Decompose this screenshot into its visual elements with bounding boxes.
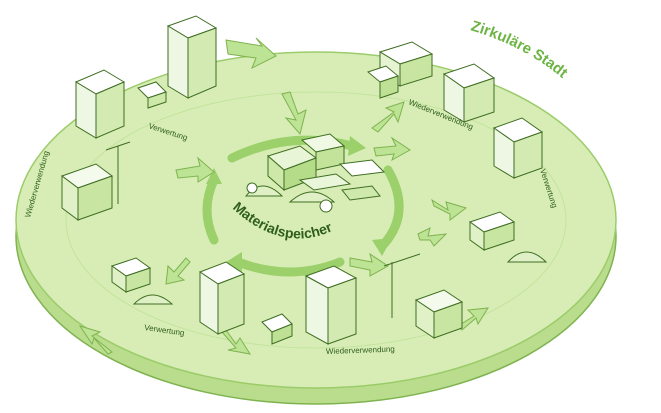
office-building-tall	[166, 15, 218, 99]
label-wiederverwendung-bottom: Wiederverwendung	[326, 345, 395, 356]
office-building-bottom	[304, 265, 358, 345]
inner-cycle-arrows	[202, 135, 404, 277]
material-storage-center	[244, 133, 386, 213]
excavator-bottom	[261, 313, 293, 345]
demolition-excavator-left	[137, 81, 167, 109]
building-frame-left	[60, 141, 131, 221]
materials-pile-right	[468, 211, 548, 263]
building-frame-bottom-right	[383, 253, 464, 339]
materials-pile-bottom-left	[110, 257, 174, 305]
outer-flow-arrows	[78, 37, 489, 355]
building-demolition-bottom	[198, 261, 246, 335]
inner-arrow-heads	[206, 136, 392, 272]
container-yard-top-right	[366, 41, 434, 99]
office-building-left	[74, 69, 126, 139]
house-right	[492, 117, 544, 179]
house-top-right	[442, 63, 496, 123]
